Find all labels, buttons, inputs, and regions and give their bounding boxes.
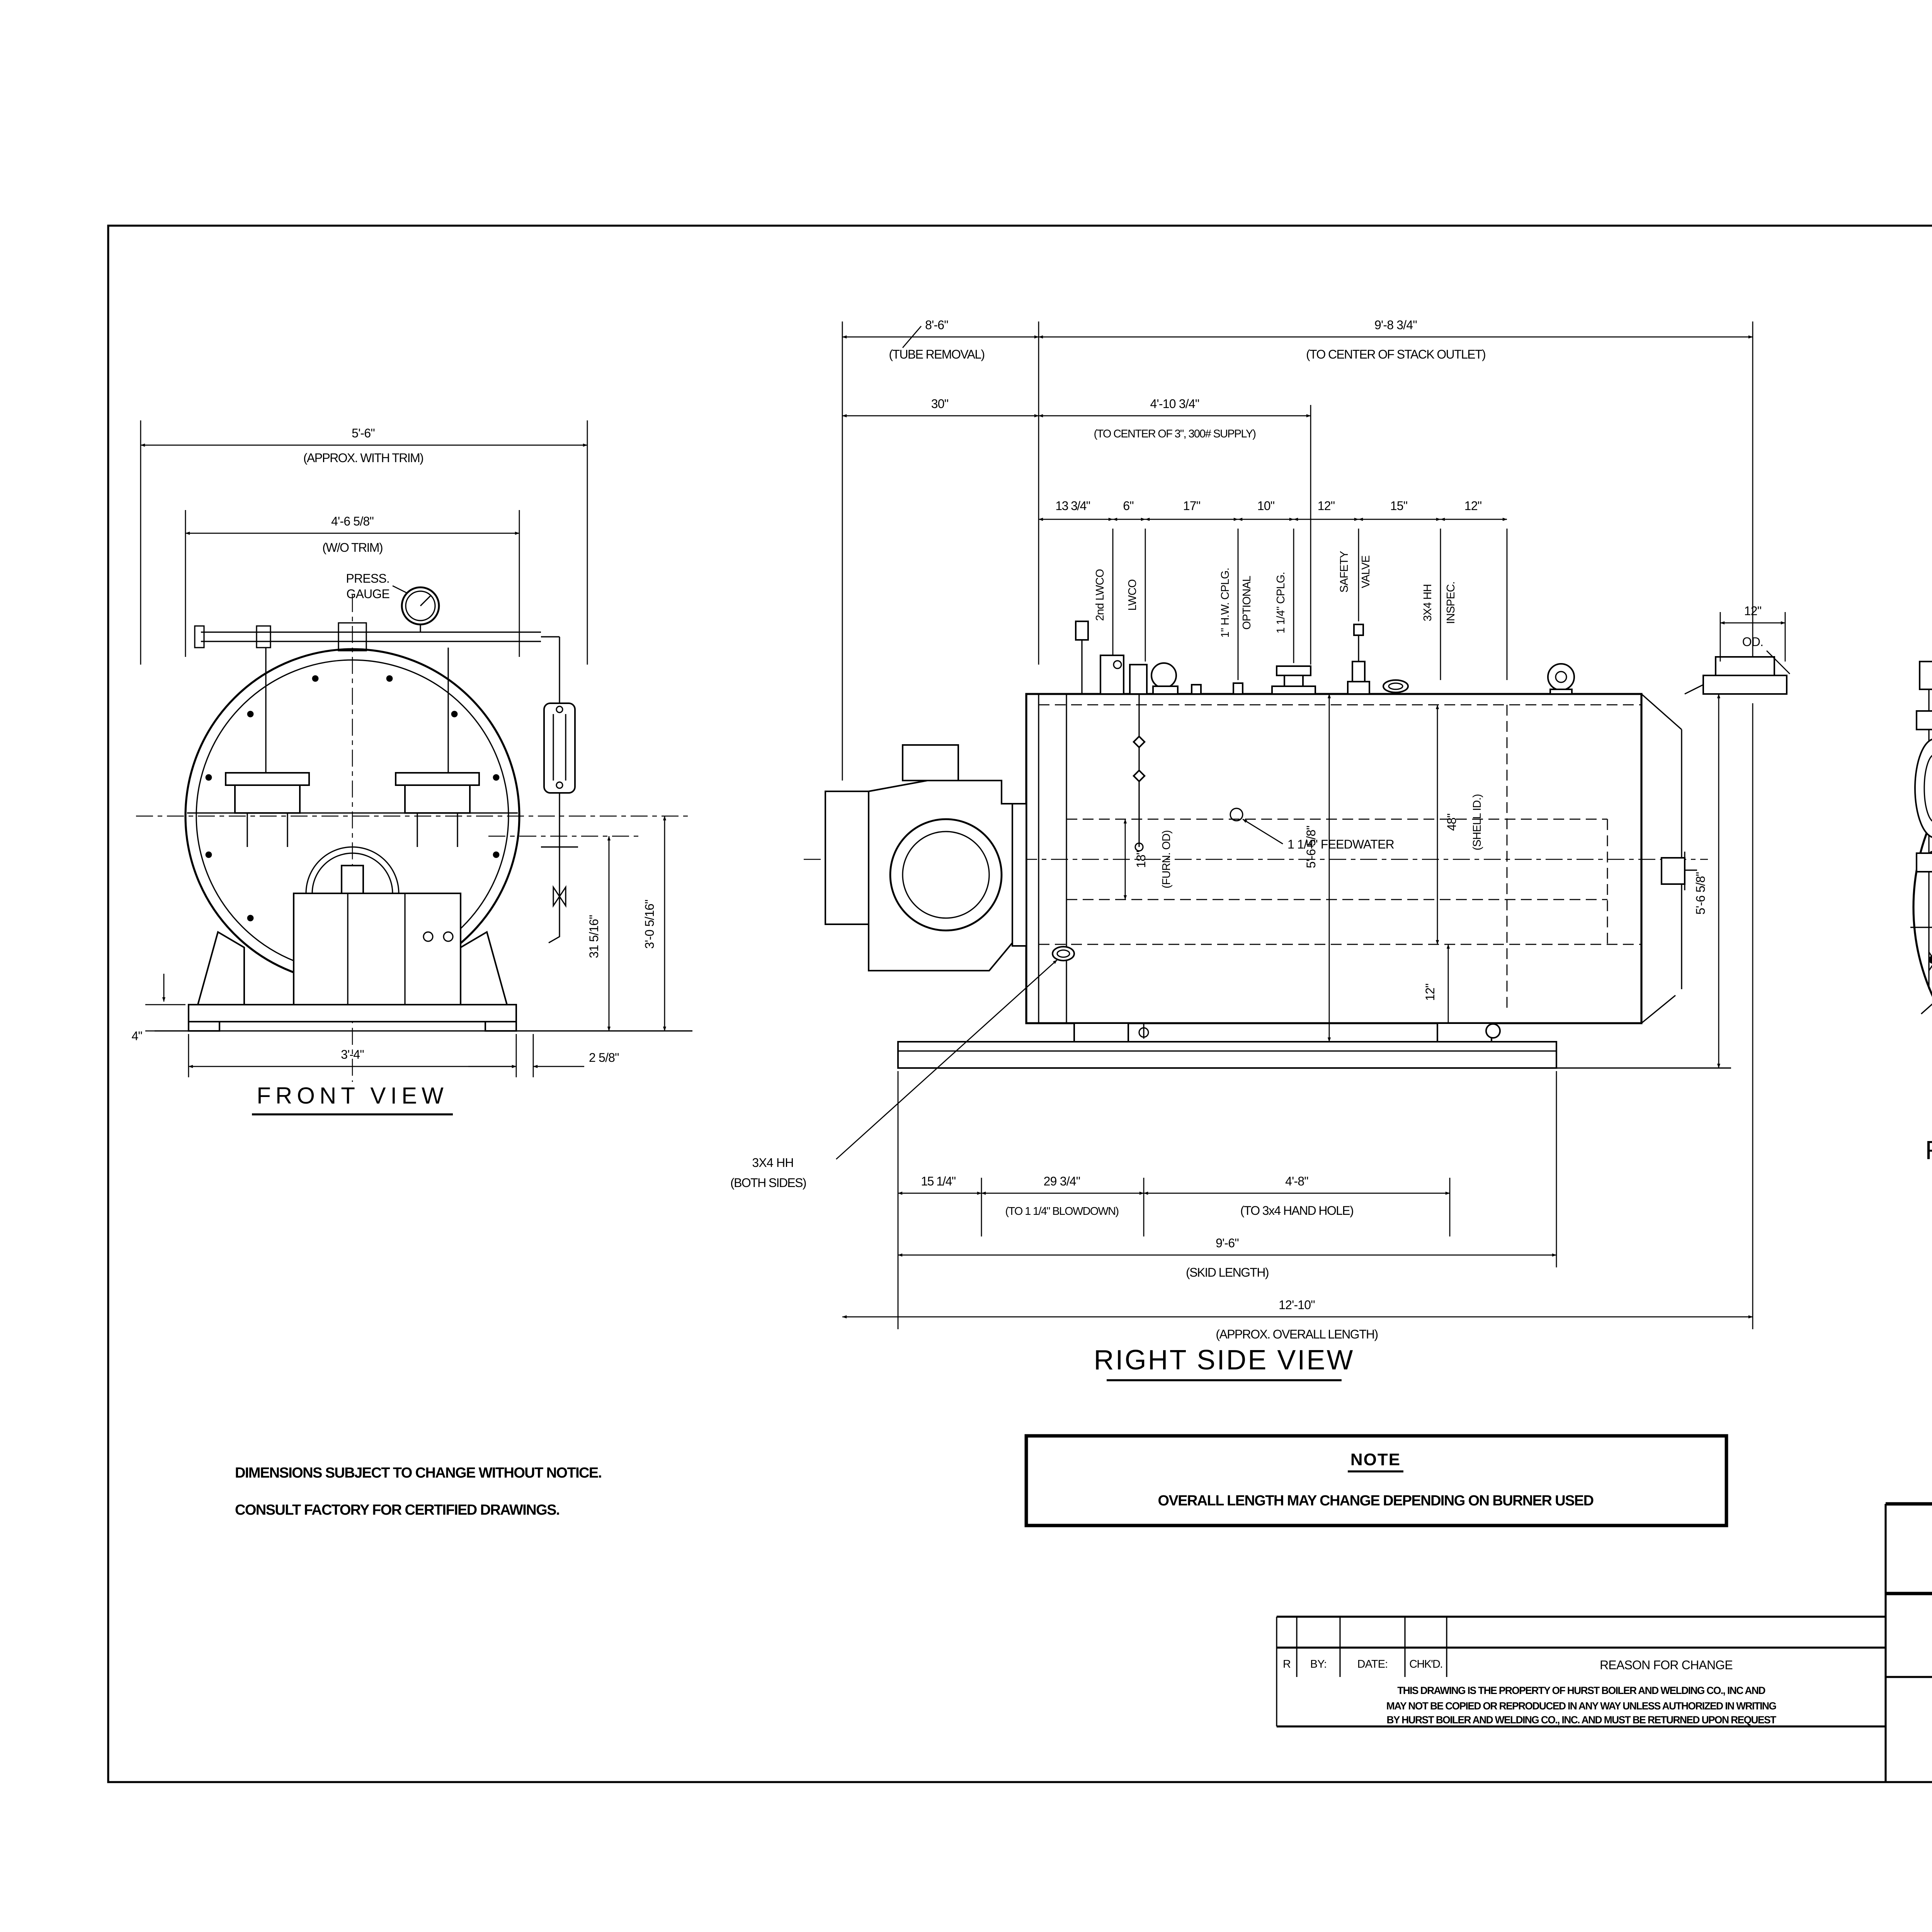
- burner-icon: [825, 744, 1027, 971]
- front-dim-leg-spread: 3'-4": [341, 1048, 364, 1061]
- side-dim-shell-id: 48": [1445, 814, 1459, 831]
- property-line-2: MAY NOT BE COPIED OR REPRODUCED IN ANY W…: [1386, 1700, 1776, 1712]
- rev-col-chkd: CHK'D.: [1409, 1658, 1442, 1670]
- side-dim-stack-od: 12": [1744, 604, 1762, 618]
- side-dim-furnace: 18": [1134, 851, 1148, 868]
- side-fit-dim-5: 15": [1390, 499, 1408, 513]
- rear-shell: [1912, 817, 1932, 997]
- water-column-icon: [541, 636, 578, 944]
- side-label-hh-1: 3X4 HH: [752, 1156, 793, 1170]
- side-dim-stack-center: 9'-8 3/4": [1374, 318, 1417, 332]
- side-dim-30: 30": [931, 397, 949, 411]
- side-label-safety-1: SAFETY: [1338, 551, 1350, 593]
- note-body: OVERALL LENGTH MAY CHANGE DEPENDING ON B…: [1158, 1493, 1594, 1509]
- revision-table: R BY: DATE: CHK'D. REASON FOR CHANGE THI…: [1276, 1616, 1886, 1728]
- front-press-gauge-label-2: GAUGE: [346, 587, 389, 601]
- side-skid: [897, 1022, 1731, 1069]
- title-block: HURST BOILER & WELDING CO., INC. 100 BOI…: [1884, 1502, 1932, 1782]
- side-fit-dim-1: 6": [1123, 499, 1134, 513]
- rear-water-column-icon: [1910, 661, 1932, 1015]
- rev-col-reason: REASON FOR CHANGE: [1600, 1658, 1733, 1672]
- front-lug-left: [225, 772, 310, 847]
- front-note-width-no-trim: (W/O TRIM): [322, 541, 383, 554]
- side-note-supply: (TO CENTER OF 3", 300# SUPPLY): [1094, 428, 1256, 440]
- note-box: NOTE OVERALL LENGTH MAY CHANGE DEPENDING…: [1024, 1434, 1728, 1527]
- side-label-cplg: 1 1/4" CPLG.: [1275, 572, 1287, 633]
- side-note-blowdown: (TO 1 1/4" BLOWDOWN): [1005, 1205, 1119, 1218]
- property-line-1: THIS DRAWING IS THE PROPERTY OF HURST BO…: [1397, 1685, 1765, 1696]
- side-dim-height-left: 5'-6 5/8": [1304, 826, 1318, 868]
- side-dim-handhole: 4'-8": [1285, 1174, 1308, 1188]
- front-dim-height-burner: 31 5/16": [587, 915, 601, 958]
- side-note-tube-removal: (TUBE REMOVAL): [889, 347, 984, 361]
- note-title: NOTE: [1350, 1450, 1401, 1469]
- rev-col-by: BY:: [1310, 1658, 1327, 1670]
- front-view: 5'-6" (APPROX. WITH TRIM) 4'-6 5/8" (W/O…: [131, 420, 692, 1116]
- rev-col-date: DATE:: [1357, 1658, 1388, 1670]
- pressure-gauge-icon: [401, 586, 440, 632]
- rev-col-r: R: [1283, 1658, 1291, 1670]
- sheet-border: [107, 224, 1932, 1783]
- front-dim-width-trim: 5'-6": [352, 426, 375, 440]
- front-control-box: [293, 846, 461, 1005]
- side-dim-supply: 4'-10 3/4": [1150, 397, 1199, 411]
- right-side-view: 8'-6" (TUBE REMOVAL) 9'-8 3/4" (TO CENTE…: [730, 318, 1790, 1381]
- front-dim-skid-height: 4": [131, 1029, 142, 1043]
- side-note-stack-center: (TO CENTER OF STACK OUTLET): [1306, 347, 1485, 361]
- side-label-hw-cplg: 1" H.W. CPLG.: [1219, 568, 1231, 638]
- side-label-shell-id: (SHELL ID.): [1471, 794, 1483, 850]
- front-dim-height-cl: 3'-0 5/16": [643, 900, 656, 949]
- steam-supply-valve-icon: [1271, 665, 1316, 695]
- front-dim-width-no-trim: 4'-6 5/8": [331, 514, 374, 528]
- side-label-stack-od: OD.: [1742, 635, 1764, 649]
- front-trim-piping: [194, 586, 578, 944]
- side-dim-12: 12": [1423, 984, 1437, 1001]
- side-label-2nd-lwco: 2nd LWCO: [1094, 569, 1106, 621]
- side-fit-dim-2: 17": [1183, 499, 1201, 513]
- rear-view: 150-750° F. STACK THERMOMETER 30 1/2" AC…: [1910, 661, 1932, 1165]
- side-dim-height-right: 5'-6 5/8": [1694, 872, 1708, 915]
- side-dim-overall: 12'-10": [1279, 1298, 1315, 1312]
- side-top-fittings: [1075, 621, 1575, 852]
- side-dim-skid: 9'-6": [1216, 1236, 1239, 1250]
- side-label-inspec-2: INSPEC.: [1445, 582, 1457, 624]
- side-dim-tube-removal: 8'-6": [925, 318, 948, 332]
- front-note-width-trim: (APPROX. WITH TRIM): [303, 451, 423, 465]
- side-view-title: RIGHT SIDE VIEW: [1094, 1345, 1355, 1376]
- front-legs-skid: [155, 930, 692, 1032]
- side-label-safety-2: VALVE: [1360, 556, 1372, 588]
- side-dim-blowdown: 29 3/4": [1044, 1174, 1080, 1188]
- side-fitting-dims: 13 3/4" 6" 17" 10" 12" 15" 12": [1038, 499, 1508, 680]
- side-note-skid: (SKID LENGTH): [1186, 1265, 1269, 1279]
- side-label-hh-2: (BOTH SIDES): [730, 1176, 806, 1190]
- front-dim-offset: 2 5/8": [589, 1051, 619, 1065]
- side-fit-dim-4: 12": [1318, 499, 1335, 513]
- side-note-handhole: (TO 3x4 HAND HOLE): [1240, 1204, 1353, 1218]
- disclaimer-line-2: CONSULT FACTORY FOR CERTIFIED DRAWINGS.: [235, 1502, 560, 1518]
- side-label-furnace: (FURN. OD): [1160, 830, 1173, 888]
- side-label-hw-cplg-2: OPTIONAL: [1241, 576, 1253, 630]
- side-label-lwco: LWCO: [1126, 579, 1139, 611]
- side-fit-dim-6: 12": [1464, 499, 1482, 513]
- side-dim-15: 15 1/4": [921, 1174, 955, 1188]
- disclaimer: DIMENSIONS SUBJECT TO CHANGE WITHOUT NOT…: [235, 1465, 602, 1518]
- front-press-gauge-label-1: PRESS.: [346, 571, 389, 585]
- side-fit-dim-3: 10": [1257, 499, 1275, 513]
- front-view-title: FRONT VIEW: [257, 1083, 448, 1109]
- lifting-eye-icon: [1547, 663, 1575, 695]
- side-label-inspec-1: 3X4 HH: [1422, 584, 1434, 621]
- safety-valve-icon: [1347, 624, 1370, 695]
- disclaimer-line-1: DIMENSIONS SUBJECT TO CHANGE WITHOUT NOT…: [235, 1465, 602, 1481]
- rear-view-title: REAR VIEW: [1925, 1136, 1932, 1165]
- side-note-overall: (APPROX. OVERALL LENGTH): [1216, 1327, 1378, 1341]
- side-label-feedwater: 1 1/4" FEEDWATER: [1287, 837, 1394, 851]
- property-line-3: BY HURST BOILER AND WELDING CO., INC. AN…: [1386, 1714, 1776, 1726]
- front-lug-right: [395, 772, 480, 847]
- side-fit-dim-0: 13 3/4": [1055, 499, 1090, 513]
- side-handhole: [1052, 946, 1075, 961]
- side-shell: [804, 656, 1787, 1024]
